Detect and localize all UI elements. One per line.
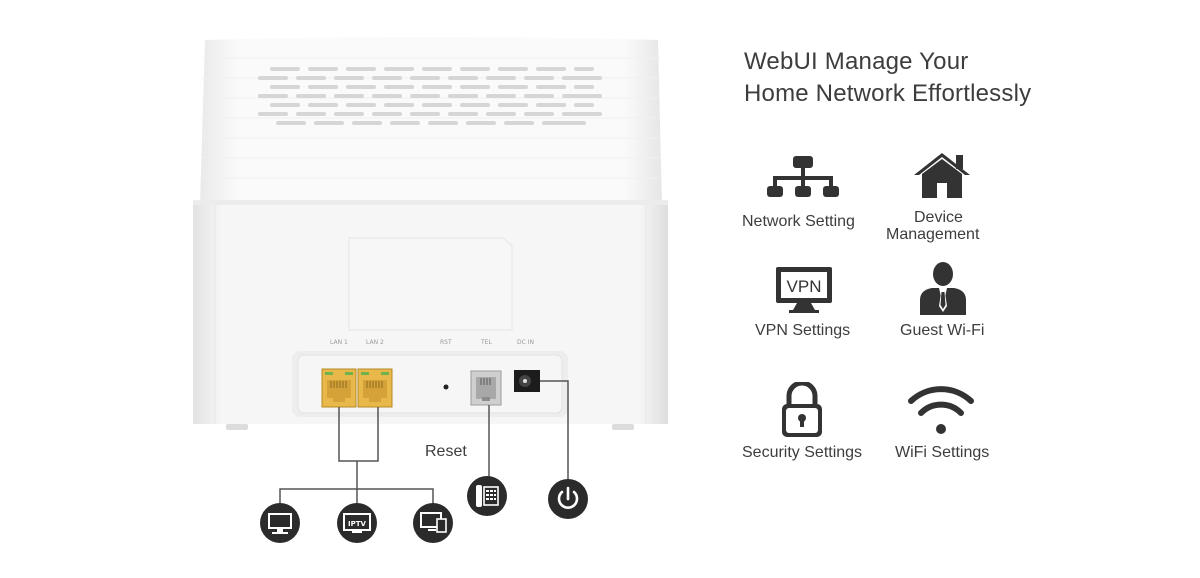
wifi-icon [908,386,974,434]
lan1-port[interactable] [321,368,357,408]
reset-pinhole[interactable] [443,384,449,390]
rst-port-label: RST [440,339,452,346]
vpn-monitor-icon: VPN [776,267,832,313]
dcin-port[interactable] [514,370,540,392]
telephone-icon [467,476,507,516]
lan2-port[interactable] [357,368,393,408]
lan2-port-label: LAN 2 [366,339,384,346]
feature-label-guest-wifi: Guest Wi-Fi [900,322,985,339]
person-suit-icon [920,262,966,315]
tel-port-label: TEL [480,339,492,346]
padlock-icon [782,382,822,437]
headline-line2: Home Network Effortlessly [744,80,1032,107]
vent-slots [258,67,602,125]
reset-label: Reset [425,443,467,460]
svg-text:VPN: VPN [787,277,822,296]
dcin-port-label: DC IN [517,339,534,346]
feature-label-security-settings: Security Settings [742,444,863,461]
router-top-housing [200,37,662,205]
connector-lines [279,380,569,509]
feature-label-device-line2: Management [886,226,980,243]
router-illustration: LAN 1 LAN 2 RST TEL DC IN [193,37,668,543]
tel-port[interactable] [470,370,502,406]
svg-text:IPTV: IPTV [348,520,367,528]
house-icon [914,153,970,198]
port-labels: LAN 1 LAN 2 RST TEL DC IN [330,339,534,346]
power-icon [548,479,588,519]
monitor-icon [260,503,300,543]
feature-label-vpn-settings: VPN Settings [755,322,851,339]
feature-label-network-setting: Network Setting [742,213,855,230]
feature-label-device-line1: Device [914,209,963,226]
lan1-port-label: LAN 1 [330,339,348,346]
feature-label-wifi-settings: WiFi Settings [895,444,990,461]
network-topology-icon [767,156,839,197]
headline-line1: WebUI Manage Your [744,48,969,75]
desktop-devices-icon [413,503,453,543]
iptv-icon: IPTV [337,503,377,543]
